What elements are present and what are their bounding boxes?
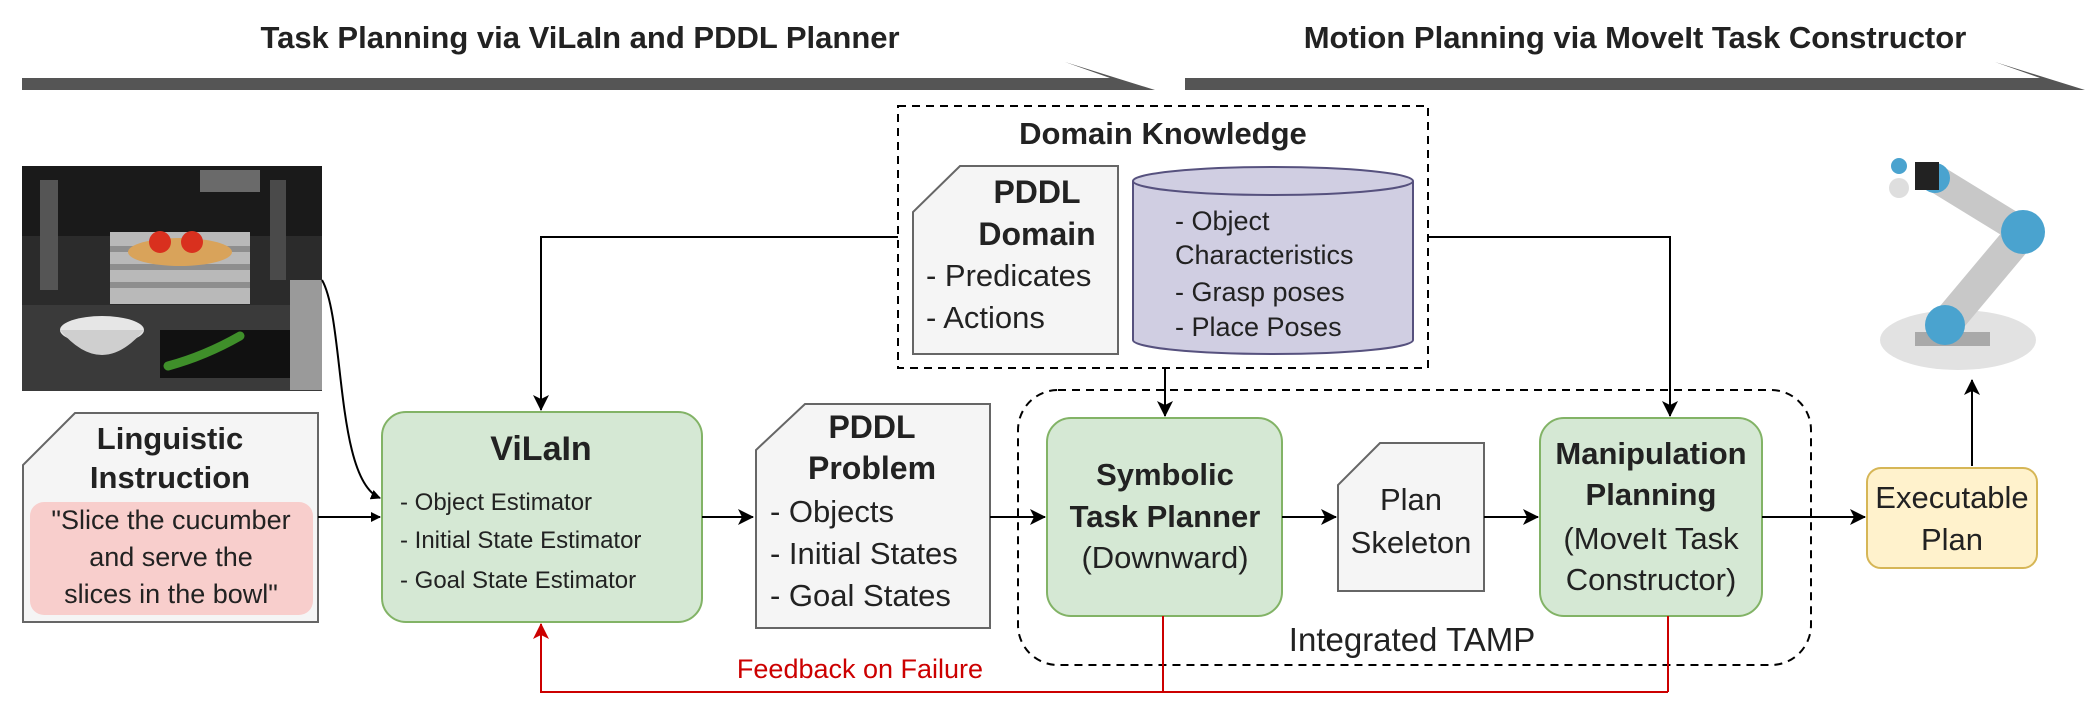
database-line: - Object [1175,206,1270,236]
plan-skeleton-line-1: Plan [1380,482,1442,517]
vilain-item: - Goal State Estimator [400,567,636,594]
manipulation-title-2: Planning [1586,477,1717,512]
integrated-tamp-container [1017,389,1812,666]
header-left-arrow [22,62,1155,90]
pddl-problem-item: - Initial States [770,536,958,571]
pddl-domain-title-2: Domain [978,216,1095,252]
feedback-label: Feedback on Failure [737,654,983,684]
manipulation-sub-1: (MoveIt Task [1563,521,1739,556]
database-line: - Place Poses [1175,312,1342,342]
pddl-problem-title-2: Problem [808,450,936,486]
pddl-problem-item: - Goal States [770,578,951,613]
executable-plan-box [1866,467,2038,569]
domain-knowledge-title: Domain Knowledge [1019,116,1307,151]
pddl-problem-item: - Objects [770,494,894,529]
instruction-title-1: Linguistic [97,421,243,456]
instruction-quote-line: slices in the bowl" [64,579,278,609]
instruction-title-2: Instruction [90,460,250,495]
manipulation-title-1: Manipulation [1555,436,1746,471]
header-left-title: Task Planning via ViLaIn and PDDL Planne… [260,20,899,55]
pddl-problem-card [755,403,991,629]
database-line: - Grasp poses [1175,277,1345,307]
vilain-item: - Initial State Estimator [400,527,641,554]
pddl-domain-item: - Actions [926,300,1045,335]
executable-plan-line-1: Executable [1875,480,2028,515]
header-right-title: Motion Planning via MoveIt Task Construc… [1304,20,1967,55]
connectors [318,236,1980,693]
header-right-arrow [1185,62,2085,90]
instruction-quote-box [30,502,313,615]
pddl-domain-title-1: PDDL [993,174,1080,210]
symbolic-planner-subtitle: (Downward) [1081,540,1248,575]
manipulation-sub-2: Constructor) [1566,562,1737,597]
executable-plan-line-2: Plan [1921,522,1983,557]
database-line: Characteristics [1175,240,1354,270]
vilain-title: ViLaIn [490,430,591,468]
integrated-tamp-label: Integrated TAMP [1289,621,1535,658]
pddl-problem-title-1: PDDL [828,409,915,445]
pddl-domain-item: - Predicates [926,258,1091,293]
kitchen-scene-photo [22,166,322,391]
symbolic-planner-title-1: Symbolic [1096,457,1234,492]
vilain-item: - Object Estimator [400,489,592,516]
pddl-domain-card [912,165,1119,355]
instruction-quote-line: "Slice the cucumber [51,505,290,535]
plan-skeleton-line-2: Skeleton [1351,525,1472,560]
plan-skeleton-card [1337,442,1485,592]
instruction-quote-line: and serve the [89,542,253,572]
symbolic-planner-title-2: Task Planner [1070,499,1261,534]
domain-knowledge-database [1132,166,1414,355]
robot-arm-illustration [1880,158,2045,370]
